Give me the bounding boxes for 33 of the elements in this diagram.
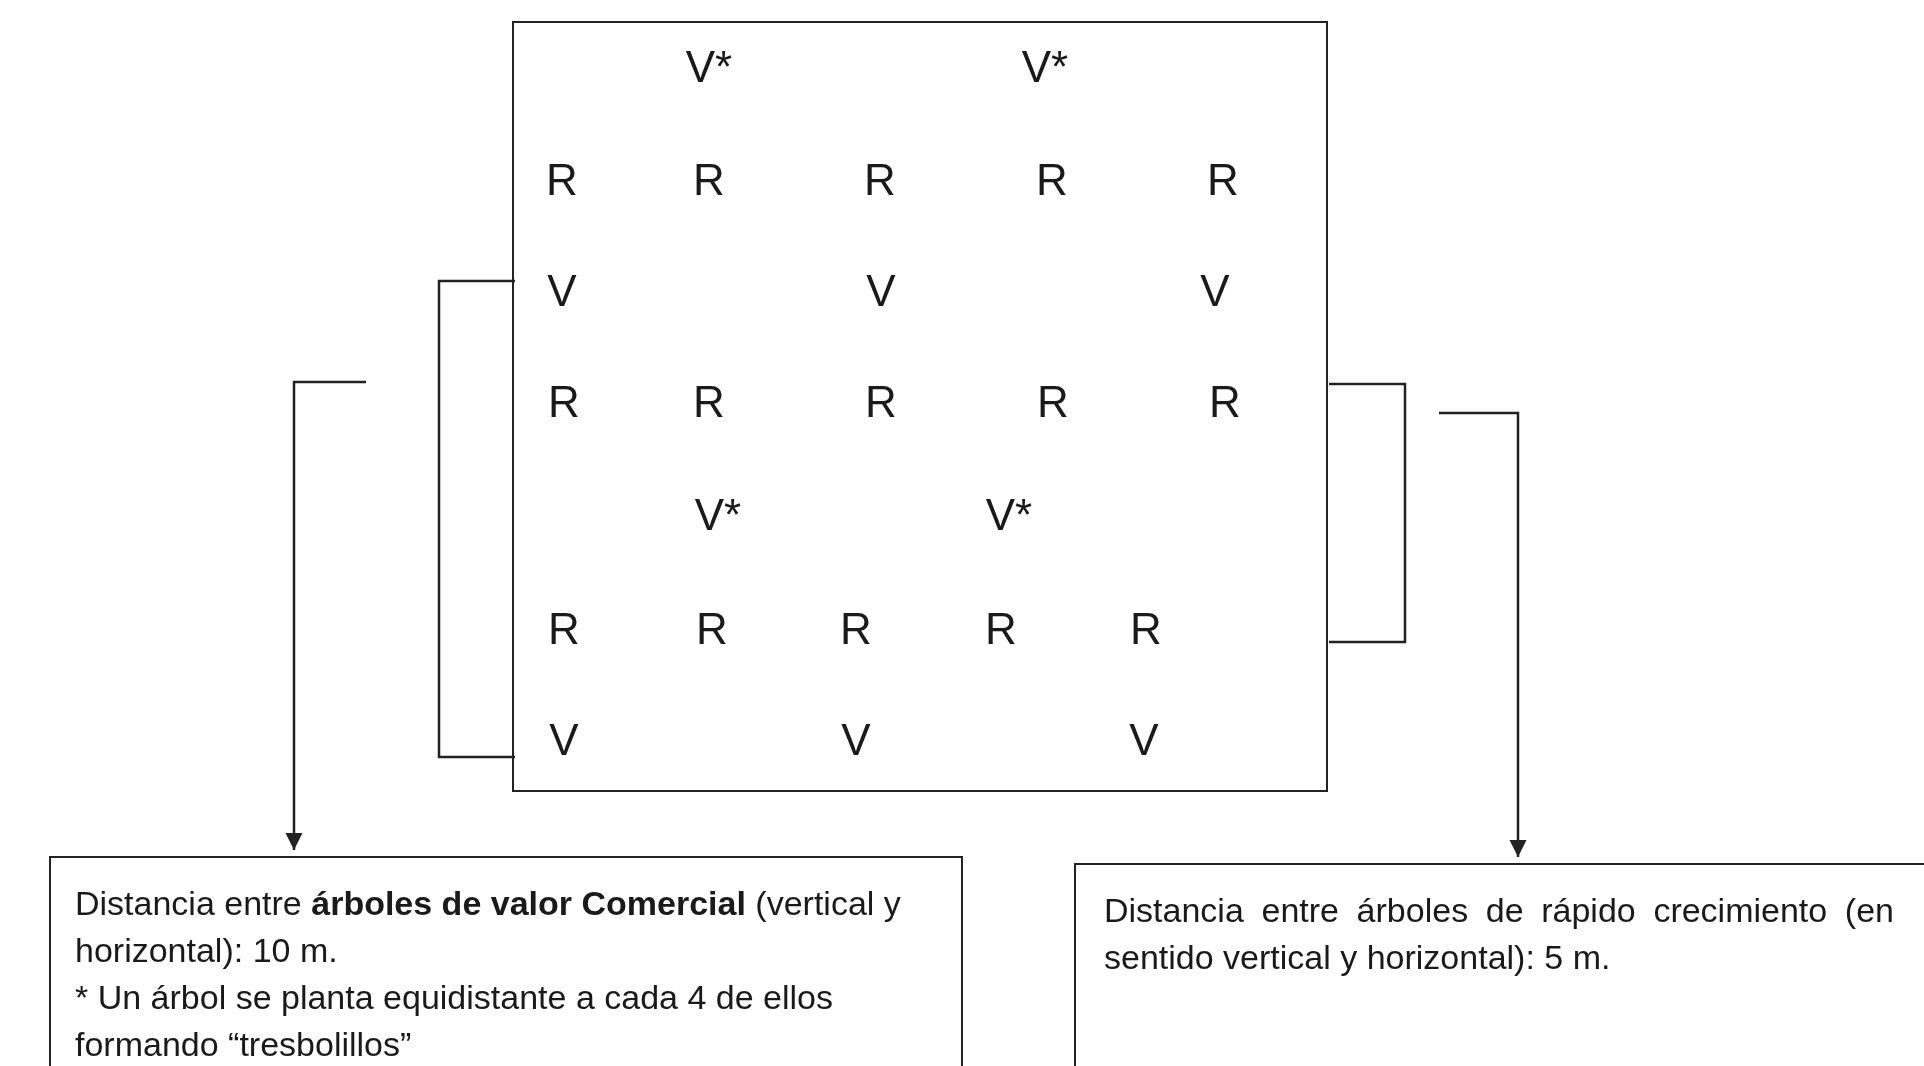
tree-marker: V (866, 266, 896, 316)
tree-marker: V* (694, 490, 742, 540)
text-box (49, 856, 963, 1066)
tree-marker: V (549, 715, 579, 765)
tree-marker: V* (685, 42, 733, 92)
tree-marker: R (1037, 377, 1069, 427)
tree-marker: V (1129, 715, 1159, 765)
description-text: Distancia entre árboles de rápido crecimiento (en sentido vertical y horizontal): 5 m. (1104, 890, 1894, 978)
arrow (1439, 411, 1527, 857)
tree-marker: R (985, 604, 1017, 654)
planting-plot-frame (512, 21, 1328, 792)
tree-marker: V (547, 266, 577, 316)
tree-marker: R (548, 604, 580, 654)
tree-marker: R (1036, 155, 1068, 205)
tree-marker: R (1209, 377, 1241, 427)
tree-marker: R (548, 377, 580, 427)
tree-marker: V (841, 715, 871, 765)
arrow (285, 380, 366, 850)
description-text: * Un árbol se planta equidistante a cada 4 de ellos formando “tresbolillos” (75, 977, 834, 1065)
description-text: Distancia entre árboles de valor Comercial (vertical y horizontal): 10 m. (75, 883, 902, 971)
tree-marker: V* (1021, 42, 1069, 92)
tree-marker: R (840, 604, 872, 654)
tree-marker: R (693, 377, 725, 427)
tree-marker: R (1207, 155, 1239, 205)
tree-marker: R (696, 604, 728, 654)
tree-marker: R (865, 377, 897, 427)
tree-marker: R (693, 155, 725, 205)
tree-marker: R (546, 155, 578, 205)
tree-marker: R (864, 155, 896, 205)
tree-marker: R (1130, 604, 1162, 654)
tree-marker: V (1200, 266, 1230, 316)
tree-marker: V* (985, 490, 1033, 540)
text-box (1074, 863, 1924, 1066)
